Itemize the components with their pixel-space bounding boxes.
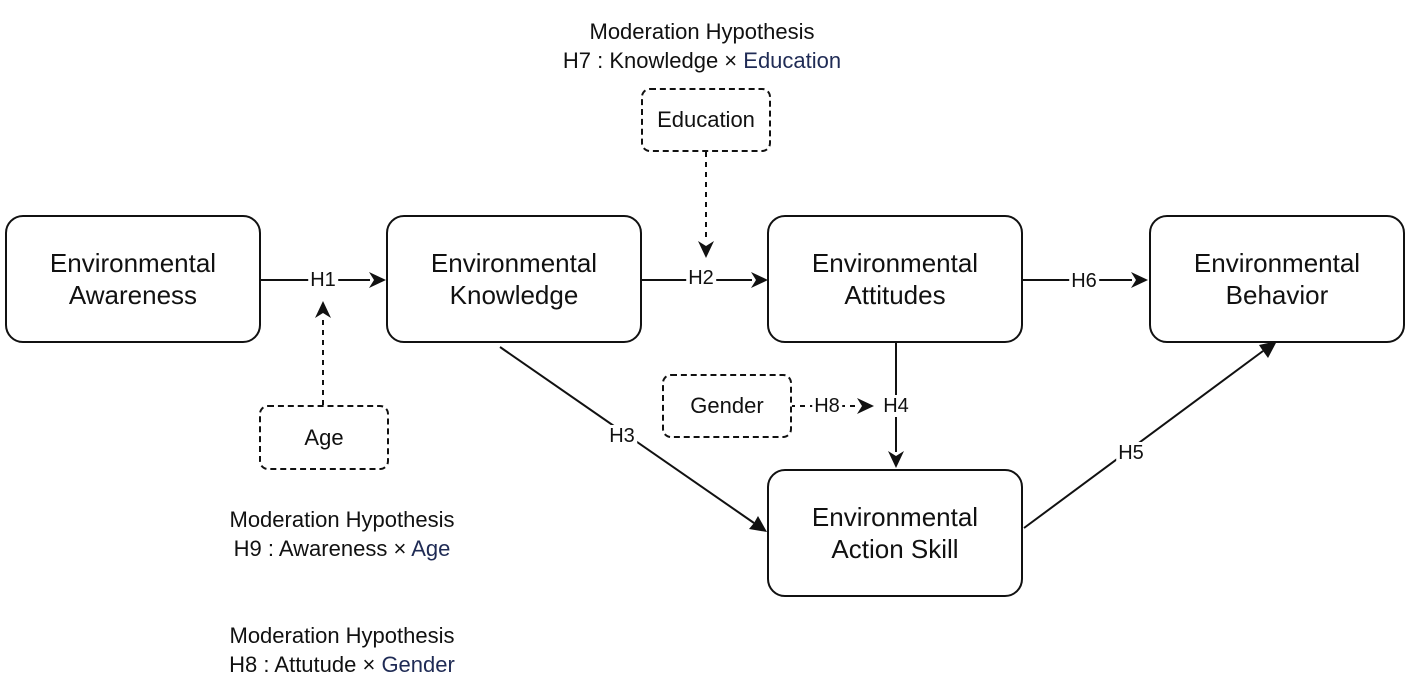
attitudes-line1: Environmental [811, 248, 979, 278]
h9-note-prefix: H9 : Awareness × [233, 536, 412, 561]
knowledge-line1: Environmental [430, 248, 598, 278]
h9-moderation-note: Moderation Hypothesis H9 : Awareness × A… [229, 505, 454, 563]
h6-arrowhead [1131, 272, 1148, 288]
awareness-line2: Awareness [68, 280, 198, 310]
gender-arrowhead [857, 398, 874, 414]
h7-note-title: Moderation Hypothesis [589, 19, 815, 44]
h7-note-moderator: Education [743, 48, 842, 73]
action-skill-line1: Environmental [811, 502, 979, 532]
h8-moderation-note: Moderation Hypothesis H8 : Attutude × Ge… [229, 621, 455, 679]
action-skill-line2: Action Skill [831, 534, 959, 564]
h6-label: H6 [1069, 270, 1099, 292]
h9-note-title: Moderation Hypothesis [229, 507, 455, 532]
attitudes-line2: Attitudes [844, 280, 946, 310]
h2-arrowhead [751, 272, 768, 288]
h7-note-prefix: H7 : Knowledge × [562, 48, 744, 73]
h5-label: H5 [1116, 442, 1146, 464]
gender-moderator-box: Gender [662, 374, 792, 438]
education-arrowhead [698, 241, 714, 258]
h3-arrowhead [749, 516, 767, 532]
age-arrowhead [315, 301, 331, 318]
h8-note-prefix: H8 : Attutude × [229, 652, 382, 677]
h7-moderation-note: Moderation Hypothesis H7 : Knowledge × E… [563, 17, 841, 75]
age-moderator-box: Age [259, 405, 389, 470]
h5-arrow [1023, 350, 1264, 529]
h1-label: H1 [308, 269, 338, 291]
behavior-line2: Behavior [1225, 280, 1329, 310]
h1-arrowhead [369, 272, 386, 288]
h9-note-moderator: Age [411, 536, 451, 561]
knowledge-line2: Knowledge [449, 280, 579, 310]
h4-arrowhead [888, 451, 904, 468]
h8-label: H8 [812, 395, 842, 417]
h2-label: H2 [686, 267, 716, 289]
h3-label: H3 [607, 425, 637, 447]
h8-note-title: Moderation Hypothesis [229, 623, 455, 648]
h4-label: H4 [881, 395, 911, 417]
h8-note-moderator: Gender [381, 652, 455, 677]
awareness-line1: Environmental [49, 248, 217, 278]
h5-arrowhead [1259, 341, 1277, 358]
behavior-line1: Environmental [1193, 248, 1361, 278]
education-moderator-box: Education [641, 88, 771, 152]
